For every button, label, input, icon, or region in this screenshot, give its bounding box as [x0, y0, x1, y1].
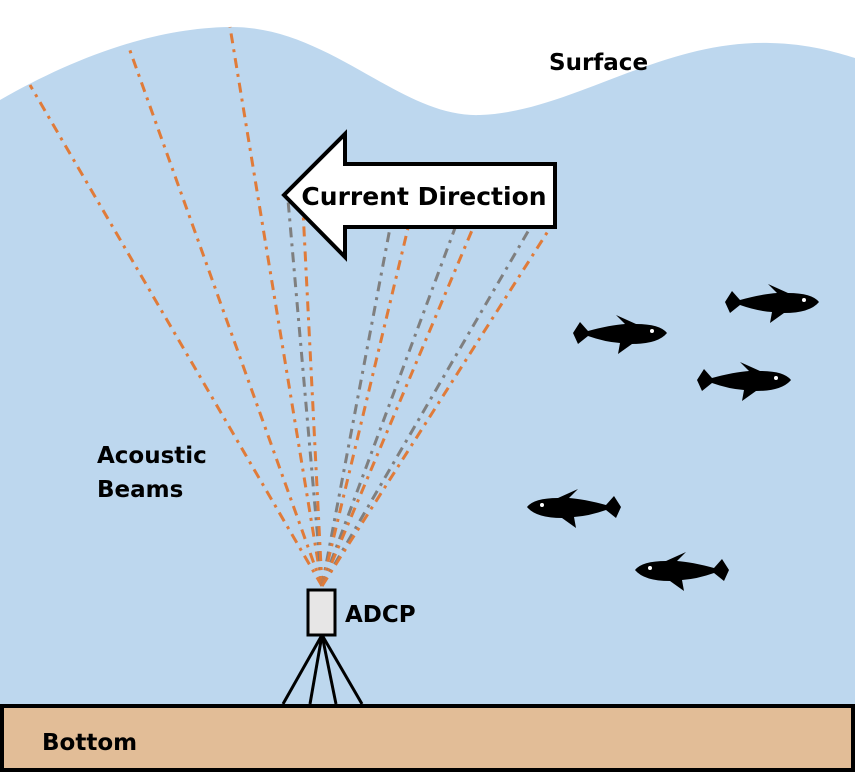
- fish-eye: [774, 376, 778, 380]
- beam-far-right-secondary: [320, 227, 532, 587]
- current-direction-label: Current Direction: [301, 182, 546, 211]
- acoustic-beams-label-line2: Beams: [97, 477, 183, 503]
- water-body: [0, 26, 855, 707]
- adcp-label: ADCP: [345, 602, 416, 628]
- fish-1: [573, 315, 667, 354]
- adcp-instrument: [306, 588, 337, 637]
- beam-center-primary: [320, 227, 410, 587]
- beam-upper-left: [228, 26, 324, 587]
- adcp-tripod: [281, 634, 364, 705]
- fish-4: [527, 489, 621, 528]
- current-direction-arrow: Current Direction: [281, 129, 557, 262]
- fish-school: [527, 284, 819, 591]
- fish-3: [697, 362, 791, 401]
- bottom-label: Bottom: [42, 730, 137, 756]
- tripod-leg: [308, 634, 324, 705]
- fish-body: [635, 552, 729, 591]
- acoustic-beams: [28, 26, 552, 587]
- acoustic-beams-label-line1: Acoustic: [97, 443, 207, 469]
- beam-right-secondary: [320, 227, 457, 587]
- arrow-shape: [281, 129, 557, 262]
- beam-far-left: [28, 84, 324, 587]
- fish-5: [635, 552, 729, 591]
- fish-body: [697, 362, 791, 401]
- beam-near-left-secondary: [286, 199, 324, 587]
- tripod-leg: [281, 634, 324, 705]
- fish-eye: [648, 566, 652, 570]
- fish-eye: [802, 298, 806, 302]
- tripod-leg: [320, 634, 364, 705]
- fish-eye: [650, 329, 654, 333]
- tripod-leg: [320, 634, 338, 705]
- fish-body: [573, 315, 667, 354]
- beam-center-secondary: [320, 227, 392, 587]
- fish-body: [725, 284, 819, 323]
- surface-label: Surface: [549, 50, 648, 76]
- beam-left: [126, 44, 324, 587]
- beam-far-right-primary: [320, 227, 552, 587]
- fish-2: [725, 284, 819, 323]
- fish-eye: [540, 503, 544, 507]
- fish-body: [527, 489, 621, 528]
- seabed: [0, 704, 855, 772]
